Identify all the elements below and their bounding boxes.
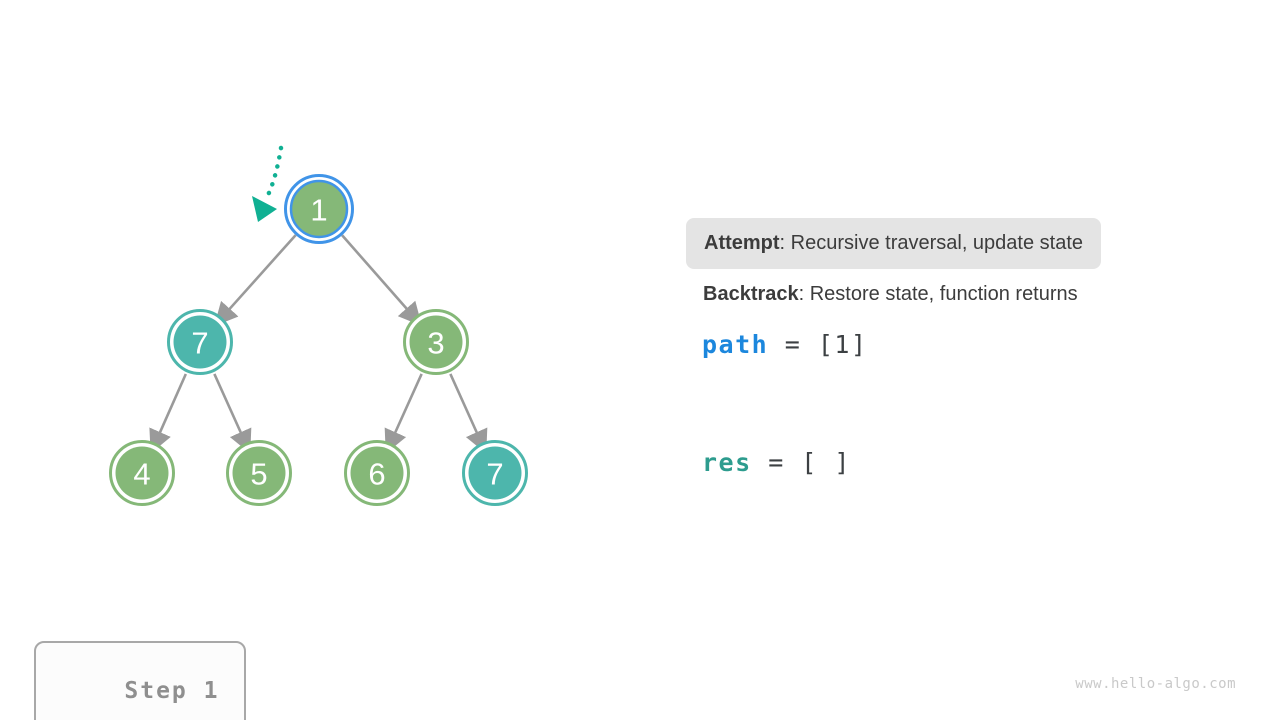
step-badge: Step 1 [34, 641, 247, 720]
backtrack-desc: : Restore state, function returns [798, 283, 1078, 305]
tree-node-label: 4 [133, 457, 150, 492]
tree-node-7: 7 [167, 309, 233, 375]
tree-node-label: 7 [191, 326, 208, 361]
backtrack-term: Backtrack [703, 283, 799, 305]
variable-name: res [702, 448, 752, 477]
tree-node-5: 5 [226, 440, 292, 506]
tree-node-label: 1 [310, 193, 327, 228]
tree-node-label: 6 [368, 457, 385, 492]
tree-edge [213, 373, 252, 454]
variable-row: res = [ ] [702, 449, 851, 477]
backtrack-legend: Backtrack: Restore state, function retur… [703, 281, 1078, 308]
watermark: www.hello-algo.com [1075, 676, 1236, 692]
tree-node-7: 7 [462, 440, 528, 506]
variable-row: path = [1] [702, 331, 868, 359]
attempt-legend: Attempt: Recursive traversal, update sta… [686, 218, 1102, 269]
variable-value: = [1] [768, 330, 868, 359]
tree-edge [449, 373, 488, 454]
attempt-desc: : Recursive traversal, update state [779, 232, 1084, 254]
tree-edge [214, 234, 297, 327]
tree-node-3: 3 [403, 309, 469, 375]
variable-name: path [702, 330, 769, 359]
pointer-arrow-icon [252, 145, 284, 222]
variable-value: = [ ] [751, 448, 851, 477]
attempt-term: Attempt [704, 232, 780, 254]
tree-node-1: 1 [284, 174, 354, 244]
tree-edge [341, 234, 422, 327]
tree-node-label: 7 [486, 457, 503, 492]
tree-node-label: 5 [250, 457, 267, 492]
tree-edge [384, 373, 423, 454]
step-label: Step 1 [124, 678, 220, 704]
tree-edge [149, 373, 188, 454]
tree-node-4: 4 [109, 440, 175, 506]
tree-node-label: 3 [427, 326, 444, 361]
tree-node-6: 6 [344, 440, 410, 506]
